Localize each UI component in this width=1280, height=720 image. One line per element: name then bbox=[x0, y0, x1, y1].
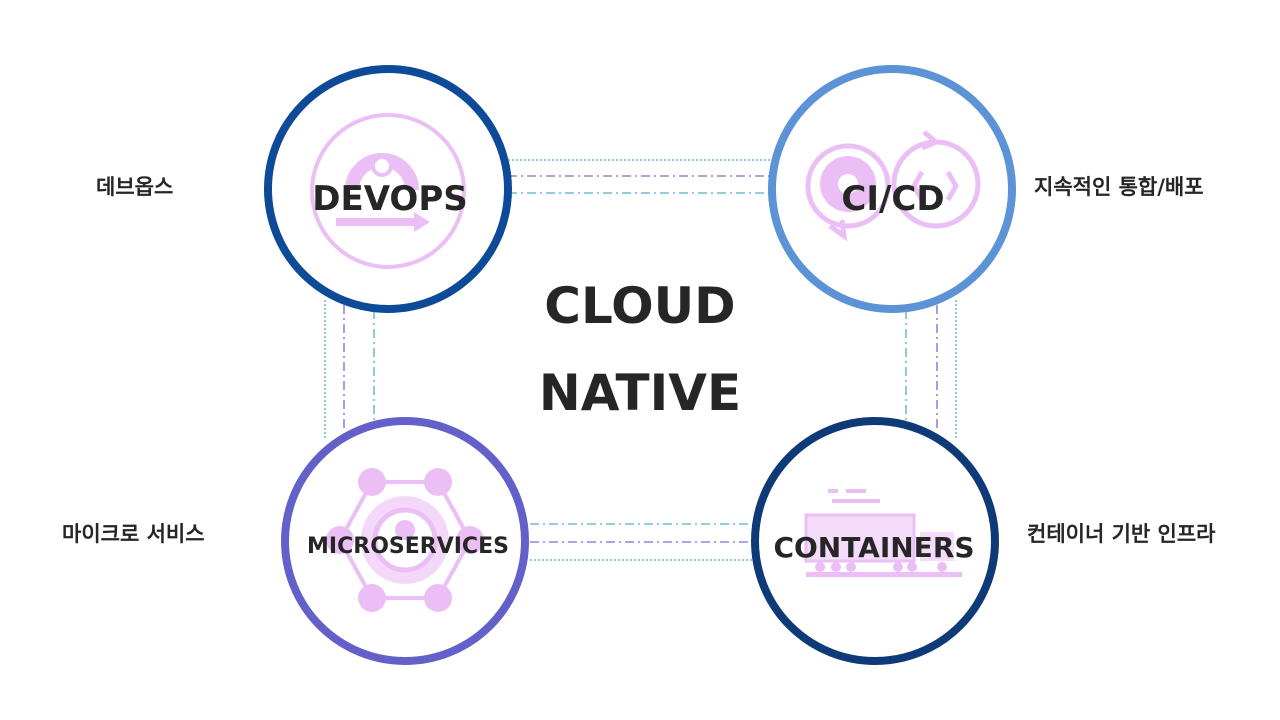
center-title: CLOUD NATIVE bbox=[539, 277, 741, 422]
connector-microservices-containers bbox=[530, 523, 752, 561]
containers-ring bbox=[751, 417, 999, 665]
microservices-side-label: 마이크로 서비스 bbox=[62, 522, 205, 546]
connector-devops-microservices bbox=[324, 300, 375, 440]
devops-label: DEVOPS bbox=[312, 179, 467, 219]
cicd-label: CI/CD bbox=[841, 179, 944, 219]
node-containers: CONTAINERS bbox=[751, 417, 999, 665]
node-devops: DEVOPS bbox=[264, 65, 512, 313]
hexagon-network-icon bbox=[326, 468, 484, 612]
container-train-icon bbox=[804, 489, 962, 577]
cicd-side-label: 지속적인 통합/배포 bbox=[1034, 175, 1204, 199]
containers-label: CONTAINERS bbox=[773, 531, 974, 564]
devops-ring bbox=[264, 65, 512, 313]
connectors bbox=[324, 159, 957, 561]
containers-side-label: 컨테이너 기반 인프라 bbox=[1027, 522, 1216, 546]
node-cicd: CI/CD bbox=[768, 65, 1016, 313]
center-title-line2: NATIVE bbox=[539, 364, 741, 422]
devops-side-label: 데브옵스 bbox=[96, 175, 173, 199]
microservices-label: MICROSERVICES bbox=[307, 534, 509, 559]
center-title-line1: CLOUD bbox=[544, 277, 735, 335]
devops-infinity-icon bbox=[310, 113, 466, 269]
connector-devops-cicd bbox=[508, 159, 772, 194]
node-microservices: MICROSERVICES bbox=[281, 417, 529, 665]
connector-cicd-containers bbox=[905, 300, 957, 440]
gear-cycle-icon bbox=[805, 130, 981, 242]
